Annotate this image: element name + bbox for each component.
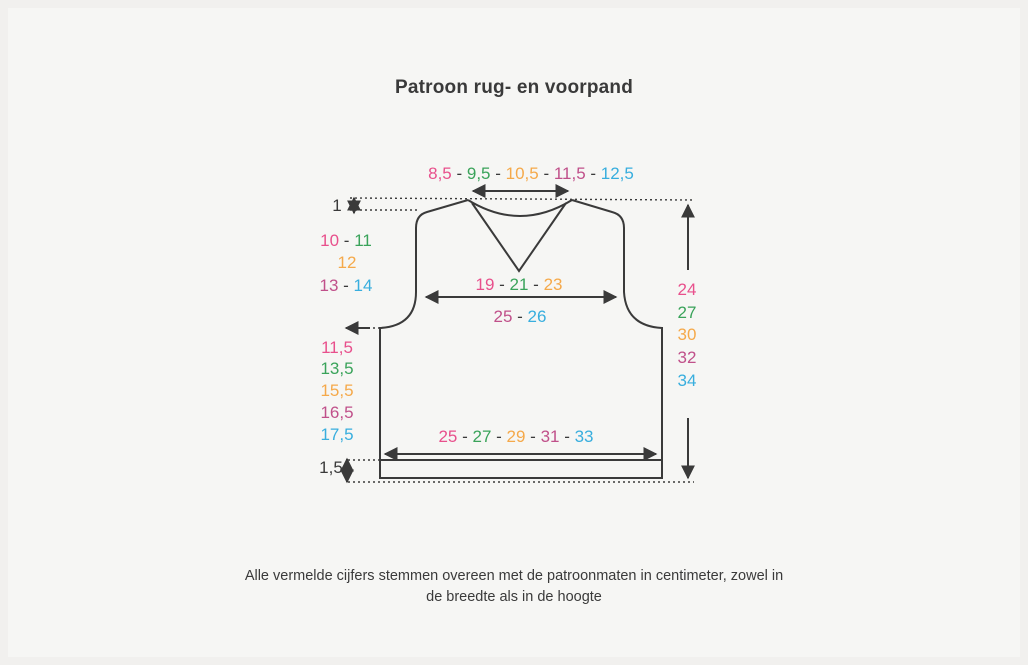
rib-height-label: 1,5 xyxy=(319,458,343,477)
neck-width-size5: 12,5 xyxy=(601,164,634,183)
neck-width-size4: 11,5 xyxy=(554,164,586,183)
armhole-height-label: 10 - 11 12 13 - 14 xyxy=(320,231,373,295)
lower-height-size3: 15,5 xyxy=(320,381,353,400)
svg-text:8,5 - 9,5 - 10,5 - 11,5 - 12,5: 8,5 - 9,5 - 10,5 - 11,5 - 12,5 xyxy=(428,164,634,183)
bottom-size2: 27 xyxy=(473,427,492,446)
svg-text:25 - 26: 25 - 26 xyxy=(494,307,547,326)
bottom-size5: 33 xyxy=(575,427,594,446)
guide-shoulder-top xyxy=(349,197,695,201)
pattern-page xyxy=(8,8,1020,657)
svg-text:10 - 11: 10 - 11 xyxy=(320,231,372,250)
caption-line-1: Alle vermelde cijfers stemmen overeen me… xyxy=(244,568,784,584)
chest-size4: 25 xyxy=(494,307,513,326)
lower-height-size5: 17,5 xyxy=(320,425,353,444)
lower-height-size2: 13,5 xyxy=(320,359,353,378)
total-height-size2: 27 xyxy=(678,303,697,322)
neckline-v xyxy=(471,202,567,273)
neck-width-label: 8,5 - 9,5 - 10,5 - 11,5 - 12,5 xyxy=(428,164,634,183)
armhole-size4: 13 xyxy=(320,276,339,295)
dimension-arrows xyxy=(340,184,695,484)
bottom-size3: 29 xyxy=(507,427,526,446)
chest-size2: 21 xyxy=(510,275,529,294)
svg-text:25 - 27 - 29 - 31 - 33: 25 - 27 - 29 - 31 - 33 xyxy=(438,427,593,446)
lower-height-label: 11,5 13,5 15,5 16,5 17,5 xyxy=(320,338,353,444)
neck-width-size1: 8,5 xyxy=(428,164,452,183)
body-outline xyxy=(379,199,663,479)
lower-height-size4: 16,5 xyxy=(320,403,353,422)
bottom-size1: 25 xyxy=(438,427,457,446)
shoulder-drop-label: 1 xyxy=(332,196,341,215)
chest-size5: 26 xyxy=(528,307,547,326)
total-height-size1: 24 xyxy=(678,280,697,299)
neckline-back xyxy=(467,199,573,217)
svg-text:13 - 14: 13 - 14 xyxy=(320,276,373,295)
armhole-size1: 10 xyxy=(320,231,339,250)
neck-width-size2: 9,5 xyxy=(467,164,491,183)
neck-width-size3: 10,5 xyxy=(506,164,539,183)
total-height-label: 24 27 30 32 34 xyxy=(678,280,697,390)
pattern-title: Patroon rug- en voorpand xyxy=(394,77,634,98)
armhole-size5: 14 xyxy=(354,276,373,295)
caption-text: Alle vermelde cijfers stemmen overeen me… xyxy=(40,566,988,608)
lower-height-size1: 11,5 xyxy=(321,338,353,357)
chest-size1: 19 xyxy=(476,275,495,294)
armhole-size2: 11 xyxy=(354,231,372,250)
chest-size3: 23 xyxy=(544,275,563,294)
caption-line-2: de breedte als in de hoogte xyxy=(426,589,602,605)
total-height-size4: 32 xyxy=(678,348,697,367)
bottom-size4: 31 xyxy=(541,427,560,446)
total-height-size5: 34 xyxy=(678,371,697,390)
bottom-width-label: 25 - 27 - 29 - 31 - 33 xyxy=(438,427,593,446)
svg-text:19 - 21 - 23: 19 - 21 - 23 xyxy=(476,275,563,294)
total-height-size3: 30 xyxy=(678,325,697,344)
chest-width-label: 19 - 21 - 23 25 - 26 xyxy=(476,275,563,326)
armhole-size3: 12 xyxy=(338,253,357,272)
